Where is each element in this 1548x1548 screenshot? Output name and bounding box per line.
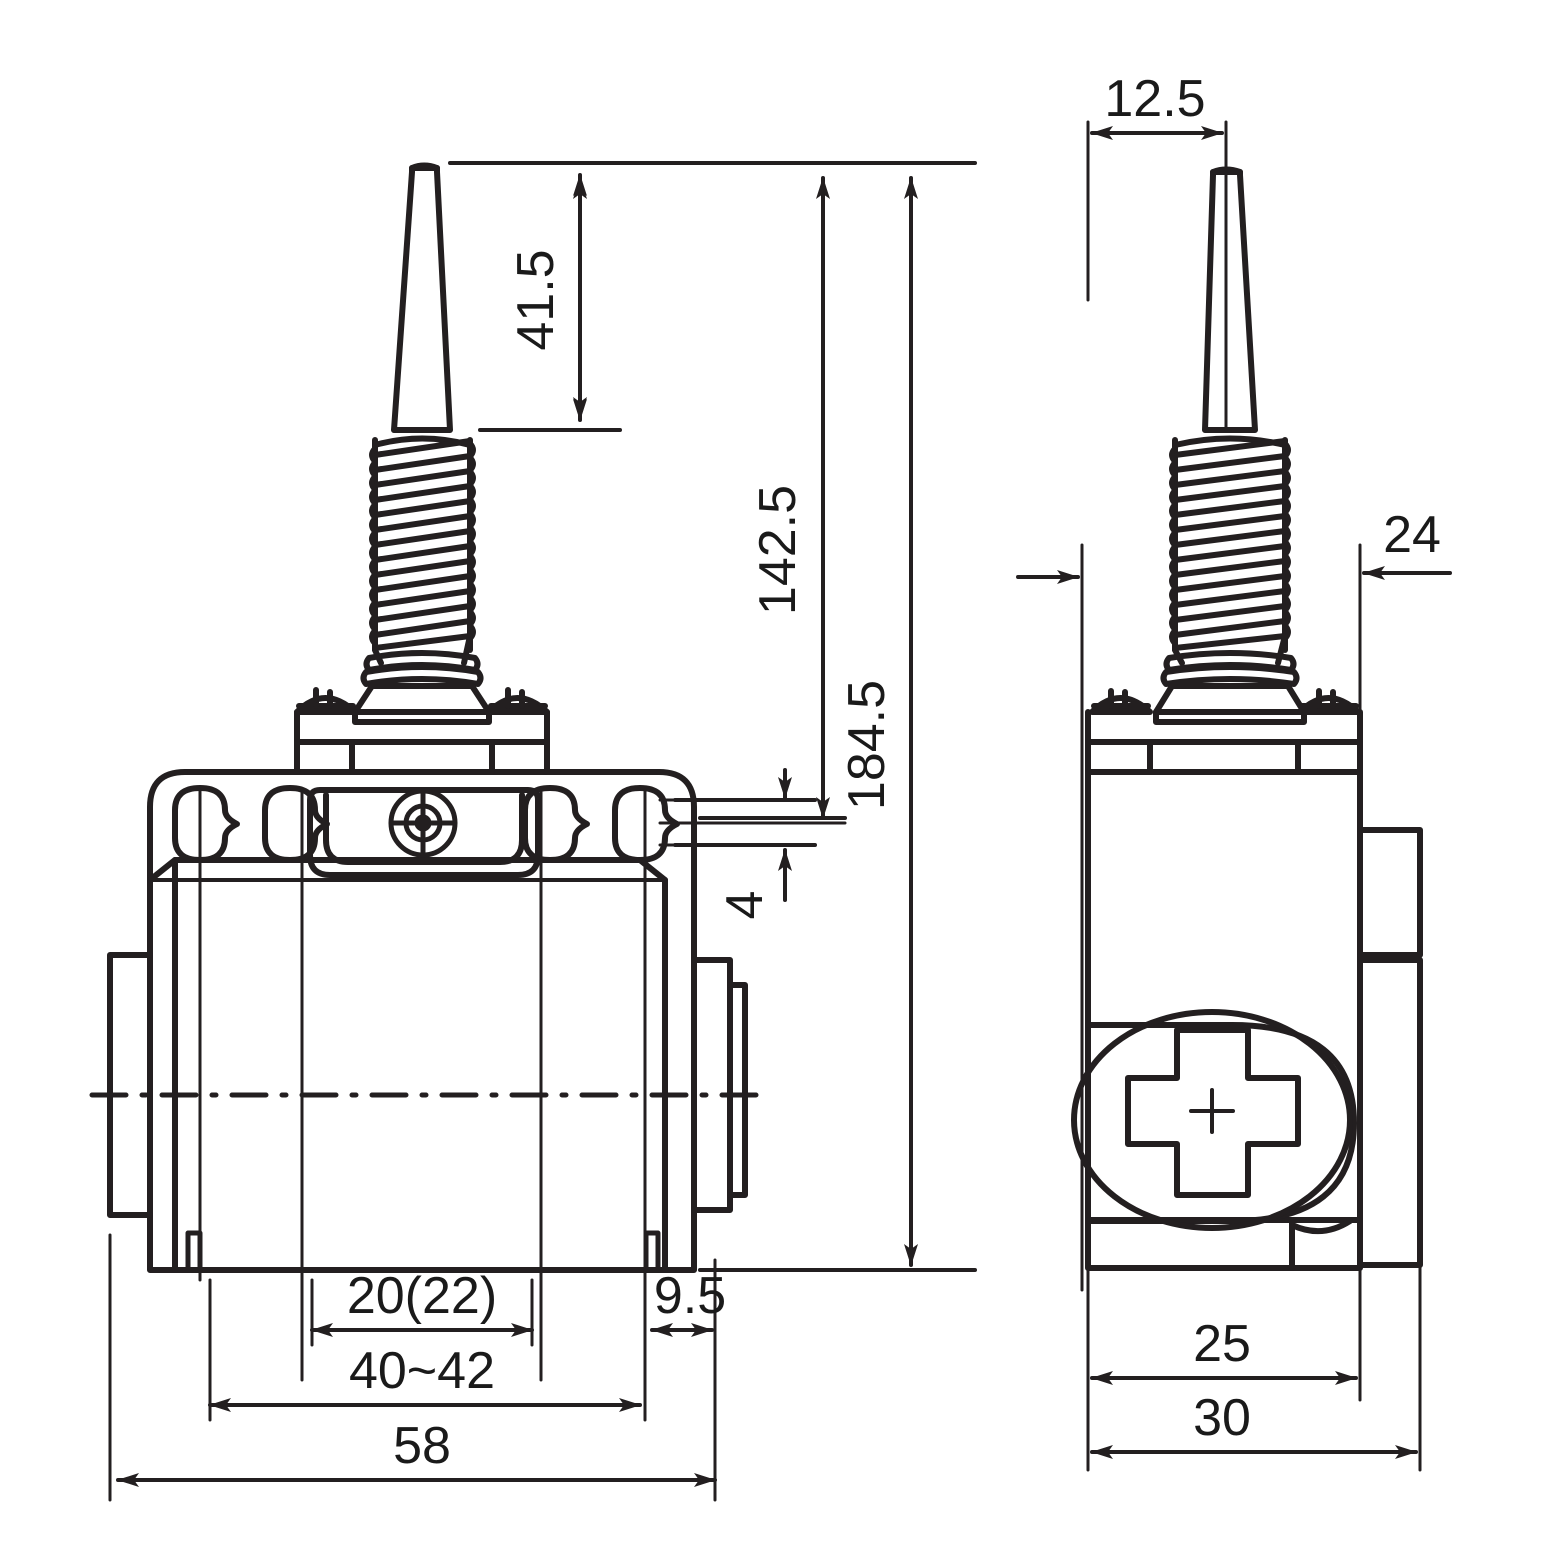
coil-spring — [369, 435, 476, 666]
terminal-flange — [1357, 827, 1423, 1268]
dim-40-42: 40~42 — [349, 1342, 495, 1400]
cable-gland — [1153, 650, 1307, 725]
center-target-screw — [388, 788, 458, 858]
side-dimensions — [1016, 120, 1452, 1459]
right-cable-entry — [691, 957, 748, 1213]
dim-9-5: 9.5 — [654, 1267, 726, 1325]
housing-foot — [185, 1230, 661, 1273]
side-view — [1071, 153, 1423, 1472]
dim-4: 4 — [716, 891, 774, 920]
housing-tab — [1289, 1217, 1353, 1271]
housing-body — [147, 739, 697, 1273]
front-view — [89, 162, 763, 1382]
dim-25: 25 — [1193, 1315, 1251, 1373]
actuator-rod — [391, 162, 453, 433]
dim-58: 58 — [393, 1417, 451, 1475]
dim-12-5: 12.5 — [1104, 70, 1205, 128]
front-dimensions — [108, 161, 977, 1502]
dim-41-5: 41.5 — [507, 249, 565, 350]
dim-142-5: 142.5 — [749, 485, 807, 615]
fixing-screw — [1089, 688, 1361, 715]
dimension-labels: 41.5 142.5 184.5 4 20(22) 40~42 58 9.5 1… — [347, 70, 1441, 1475]
construction-line — [198, 788, 647, 1382]
left-cable-entry — [107, 952, 153, 1218]
coil-spring — [1169, 435, 1291, 666]
dim-30: 30 — [1193, 1389, 1251, 1447]
phillips-screw — [1071, 1009, 1357, 1231]
dim-184-5: 184.5 — [838, 680, 896, 810]
dim-20-22: 20(22) — [347, 1267, 497, 1325]
actuator-rod — [1202, 153, 1258, 433]
cable-gland — [352, 650, 492, 725]
fixing-screw — [294, 687, 550, 715]
dim-24: 24 — [1383, 506, 1441, 564]
construction-line — [1080, 543, 1422, 1472]
